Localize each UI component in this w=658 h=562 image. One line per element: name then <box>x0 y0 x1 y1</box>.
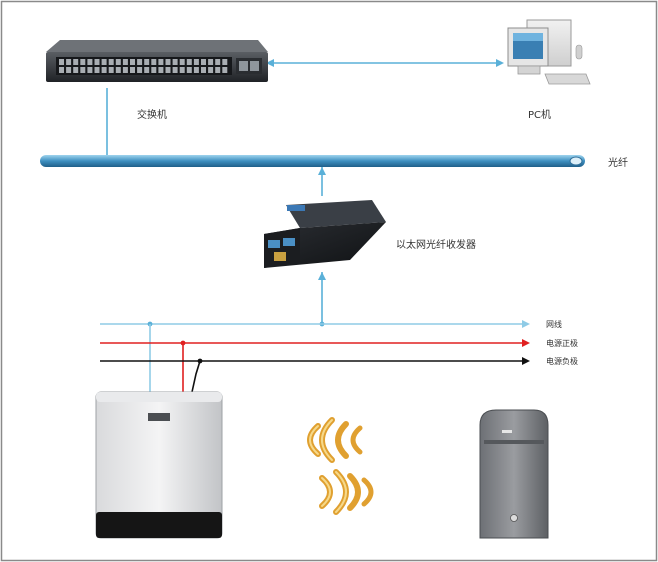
switch-port <box>66 59 72 65</box>
converter-lan-link <box>318 272 326 327</box>
switch-port <box>122 59 128 65</box>
desktop-computer-icon <box>507 19 591 85</box>
switch-port <box>94 59 100 65</box>
switch-port <box>73 59 79 65</box>
switch-port <box>122 67 128 73</box>
switch-port <box>165 59 171 65</box>
switch-port <box>80 67 86 73</box>
switch-port <box>215 67 221 73</box>
switch-port <box>201 67 206 73</box>
switch-port <box>222 67 228 73</box>
switch-port <box>193 59 199 65</box>
switch-port <box>201 59 206 65</box>
switch-port <box>130 67 135 73</box>
switch-port <box>158 67 164 73</box>
switch-port <box>158 59 164 65</box>
switch-port <box>101 67 107 73</box>
power-negative-line <box>100 357 530 393</box>
switch-port <box>222 59 228 65</box>
switch-port <box>115 59 121 65</box>
reader-terminal-icon <box>479 409 549 539</box>
power-positive-line <box>100 339 530 392</box>
switch-port <box>130 59 135 65</box>
switch-port <box>193 67 199 73</box>
switch-port <box>151 67 157 73</box>
switch-port <box>94 67 100 73</box>
wireless-signal-icon <box>307 417 374 515</box>
switch-port <box>172 59 178 65</box>
switch-port <box>215 59 221 65</box>
switch-port <box>87 59 93 65</box>
switch-port <box>208 59 214 65</box>
switch-port <box>66 67 72 73</box>
power-negative-label: 电源负极 <box>546 357 578 366</box>
network-switch-icon <box>46 40 268 82</box>
wireless-access-point-icon <box>95 391 223 539</box>
pc-label: PC机 <box>528 110 552 121</box>
switch-port <box>208 67 214 73</box>
switch-port <box>87 67 93 73</box>
switch-port <box>144 59 150 65</box>
switch-pc-link <box>266 59 504 67</box>
switch-port <box>80 59 86 65</box>
switch-port <box>186 59 192 65</box>
switch-port <box>108 67 114 73</box>
switch-port <box>59 59 64 65</box>
switch-label: 交换机 <box>137 110 167 121</box>
converter-label: 以太网光纤收发器 <box>396 240 476 251</box>
fiber-backbone <box>40 155 585 196</box>
switch-port <box>101 59 107 65</box>
switch-port <box>59 67 64 73</box>
switch-port <box>137 67 143 73</box>
power-positive-label: 电源正极 <box>546 339 578 348</box>
switch-port <box>115 67 121 73</box>
switch-port <box>144 67 150 73</box>
network-cable-label: 网线 <box>546 320 562 329</box>
switch-port <box>151 59 157 65</box>
fiber-label: 光纤 <box>608 158 628 169</box>
switch-port <box>172 67 178 73</box>
media-converter-icon <box>264 200 386 268</box>
switch-port <box>179 59 185 65</box>
network-cable-line <box>100 320 530 392</box>
switch-port <box>73 67 79 73</box>
switch-port <box>179 67 185 73</box>
switch-port <box>108 59 114 65</box>
switch-port <box>137 59 143 65</box>
switch-port <box>165 67 171 73</box>
switch-port <box>186 67 192 73</box>
